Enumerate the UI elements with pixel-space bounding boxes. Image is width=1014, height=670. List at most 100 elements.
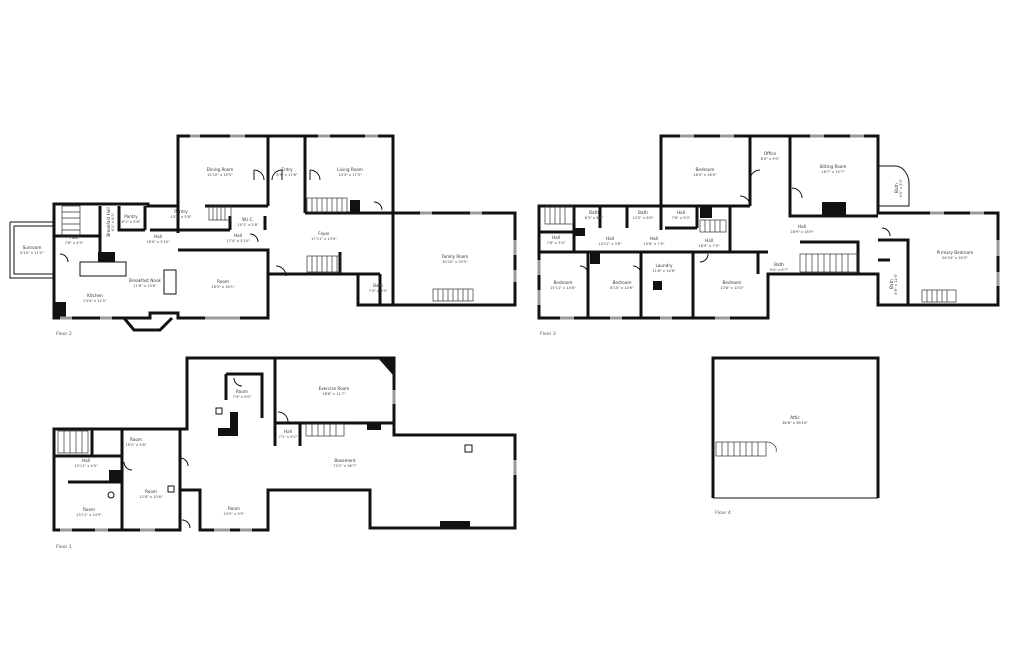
room-dims: 18'0" x 16'0" [693, 173, 717, 177]
room-dims: 7'3" x 8'5" [369, 289, 388, 293]
room-name: Room [228, 506, 240, 511]
room-name: Exercise Room [319, 386, 350, 391]
room-dims: 8'6" x 12'5" [894, 273, 898, 294]
room-dims: 7'4" x 9'0" [233, 395, 252, 399]
room-dims: 17'4" x 5'10" [226, 239, 250, 243]
sunroom-wall [9, 221, 54, 279]
floor-2-windows [60, 134, 517, 320]
room-dims: 5'0" x 9'0" [899, 178, 903, 197]
room-dims: 18'8" x 11'7" [322, 392, 346, 396]
floor-label: Floor 1 [56, 544, 72, 550]
room-name: Dining Room [207, 167, 234, 172]
room-dims: 7'1" x 9'2" [279, 435, 298, 439]
room-dims: 8'10" x 11'5" [20, 251, 44, 255]
room-dims: 8'10" x 14'6" [610, 286, 634, 290]
room-name: Living Room [337, 167, 363, 172]
room-dims: 8'9" x 17'6" [276, 173, 297, 177]
room-name: Sitting Room [820, 164, 847, 169]
room-dims: 23'4" x 12'5" [83, 299, 107, 303]
room-dims: 6'1" x 5'8" [122, 220, 141, 224]
room-name: Entry [281, 167, 293, 172]
room-name: Hall [606, 236, 614, 241]
room-dims: 14'3" x 17'3" [338, 173, 362, 177]
room-dims: 9'4" x 6'7" [770, 268, 789, 272]
room-dims: 38'8" x 38'10" [782, 421, 808, 425]
room-dims: 70'2" x 36'7" [333, 464, 357, 468]
room-dims: 10'1" x 5'8" [237, 223, 258, 227]
turret [878, 165, 910, 207]
room-name: Room [130, 437, 142, 442]
room-name: Primary Bedroom [937, 250, 973, 255]
attic-stairs [715, 441, 777, 457]
floor-4-plan: Attic 38'8" x 38'10" Floor 4 [711, 356, 880, 516]
floor-1-outer-wall [52, 356, 517, 532]
room-name: Basement [334, 458, 356, 463]
room-name: Room [145, 489, 157, 494]
room-name: Hall [82, 458, 90, 463]
floor-label: Floor 2 [56, 331, 72, 337]
floor-label: Floor 3 [540, 331, 556, 337]
room-dims: 28'9" x 16'9" [790, 230, 814, 234]
room-dims: 18'5" x 16'1" [211, 285, 235, 289]
room-dims: 15'10" x 15'5" [207, 173, 233, 177]
attic-walls [711, 356, 880, 498]
floor-1-doors [123, 377, 289, 529]
room-dims: 8'3" x 6'0" [585, 216, 604, 220]
room-name: Hall [154, 234, 162, 239]
room-dims: 7'8" x 4'9" [65, 241, 84, 245]
floor-3-stairs [544, 205, 957, 303]
floor-2-plan: Dining Room 15'10" x 15'5" Entry 8'9" x … [9, 134, 517, 337]
room-dims: 15'11" x 14'8" [550, 286, 576, 290]
floor-1-interior-walls [54, 358, 394, 530]
room-dims: 17'11" x 13'9" [311, 237, 337, 241]
floor-label: Floor 4 [715, 510, 731, 516]
room-name: Bath [889, 279, 894, 289]
floor-2-outer-wall [52, 134, 517, 320]
room-name: Bath [774, 262, 784, 267]
room-name: Family Room [442, 254, 469, 259]
room-name: Breakfast Hall [106, 207, 111, 236]
room-dims: 19'2" x 5'6" [125, 443, 146, 447]
floor-2-doors [59, 169, 383, 277]
room-dims: 16'7" x 15'7" [821, 170, 845, 174]
room-name: Pantry [124, 214, 138, 219]
room-name: Laundry [655, 263, 673, 268]
room-dims: 13'11" x 14'9" [76, 513, 102, 517]
room-name: W.I.C. [242, 217, 254, 222]
room-dims: 30'10" x 20'5" [442, 260, 468, 264]
room-dims: 13'11" x 4'0" [74, 464, 98, 468]
room-name: Hall [705, 238, 713, 243]
room-name: Room [236, 389, 248, 394]
floor-2-interior-walls [54, 136, 395, 305]
room-name: Sunroom [23, 245, 42, 250]
floor-3-plan: Bedroom 18'0" x 16'0" Office 8'0" x 9'0"… [537, 134, 1000, 337]
room-name: Bath [589, 210, 599, 215]
room-name: Breakfast Nook [129, 278, 162, 283]
room-name: Bath [638, 210, 648, 215]
floor-3-doors [579, 169, 891, 275]
room-name: Foyer [318, 231, 330, 236]
floor-1-stairs [57, 423, 345, 454]
room-name: Bath [373, 283, 383, 288]
room-name: Kitchen [87, 293, 103, 298]
room-name: Attic [790, 415, 800, 420]
room-dims: 15'5" x 9'5" [223, 512, 244, 516]
floor-3-windows [537, 134, 1000, 320]
room-name: Hall [650, 236, 658, 241]
floor-3-outer-wall [537, 134, 1000, 320]
room-dims: 7'8" x 5'0" [547, 241, 566, 245]
room-name: Bedroom [554, 280, 573, 285]
room-name: Room [83, 507, 95, 512]
room-dims: 6'1" x 8'3" [111, 212, 115, 231]
room-dims: 11'8" x 13'6" [133, 284, 157, 288]
room-name: Bedroom [723, 280, 742, 285]
room-name: Hall [677, 210, 685, 215]
kitchen-island [79, 261, 127, 277]
room-name: Office [764, 151, 777, 156]
room-dims: 26'10" x 20'3" [942, 256, 968, 260]
floor-3-interior-walls [539, 136, 910, 318]
room-name: Hall [234, 233, 242, 238]
room-name: Bath [894, 183, 899, 193]
room-dims: 8'0" x 9'0" [761, 157, 780, 161]
